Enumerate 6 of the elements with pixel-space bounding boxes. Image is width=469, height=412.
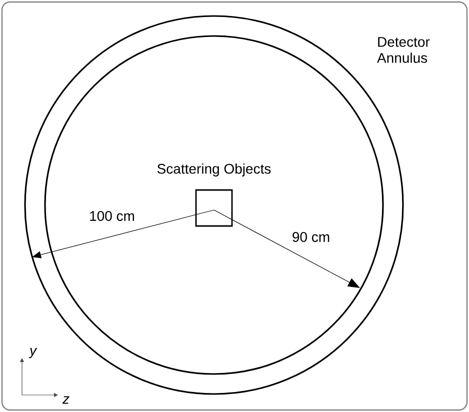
dimension-label: 90 cm (292, 232, 330, 242)
axis-label: z (62, 396, 70, 404)
dimension-label: 100 cm (90, 211, 134, 221)
scattering-object-box: Scattering Objects (157, 163, 271, 227)
axis-label: y (28, 348, 38, 358)
node-label: Scattering Objects (157, 163, 271, 177)
